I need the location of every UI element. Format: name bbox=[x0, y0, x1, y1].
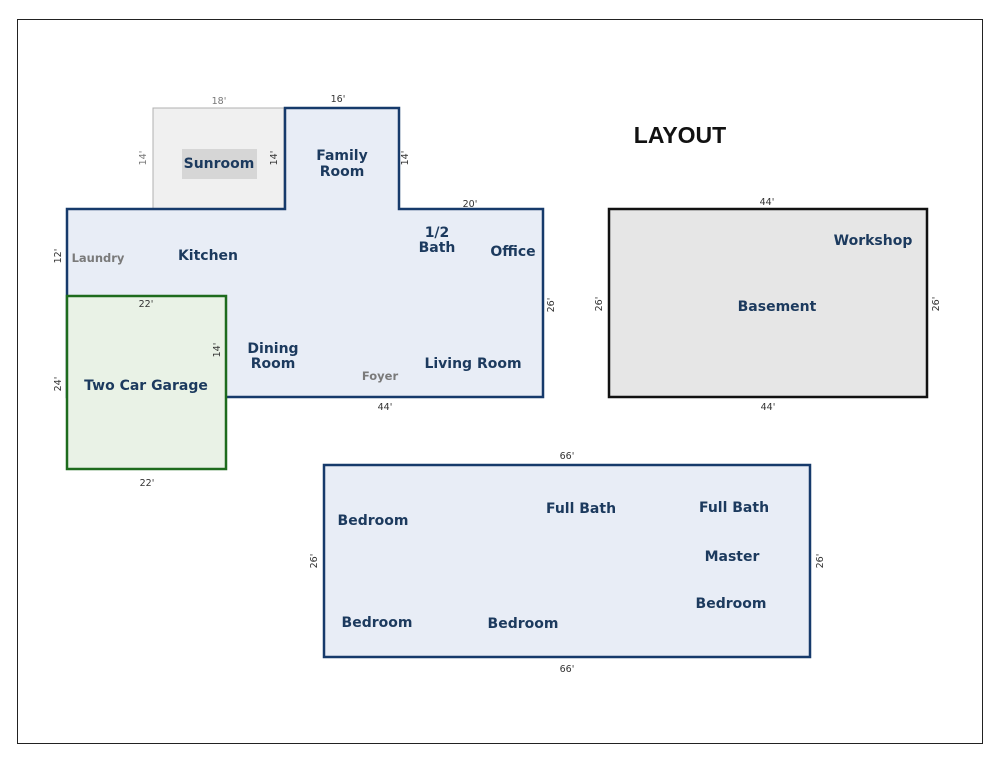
garage-shape bbox=[65, 294, 228, 471]
sunroom-label-box bbox=[182, 149, 257, 179]
half-bath-label-line2: Bath bbox=[419, 240, 456, 256]
workshop-label: Workshop bbox=[834, 233, 913, 249]
garage-right-dim: 14' bbox=[212, 343, 223, 358]
full-bath-center-label: Full Bath bbox=[546, 501, 616, 517]
bedroom-top-left-label: Bedroom bbox=[338, 513, 409, 529]
upper-left-dim: 26' bbox=[309, 554, 320, 569]
upper-top-dim: 66' bbox=[560, 451, 575, 462]
kitchen-label: Kitchen bbox=[178, 248, 238, 264]
basement-left-dim: 26' bbox=[594, 297, 605, 312]
upper-floor-shape bbox=[322, 463, 812, 659]
bedroom-bottom-center-label: Bedroom bbox=[488, 616, 559, 632]
basement-right-dim: 26' bbox=[931, 297, 942, 312]
office-label: Office bbox=[490, 244, 535, 260]
basement-plan: Workshop Basement 44' 44' 26' 26' bbox=[594, 197, 942, 413]
foyer-label: Foyer bbox=[362, 369, 399, 383]
dining-room-label-line2: Room bbox=[251, 356, 296, 372]
bedroom-bottom-left-label: Bedroom bbox=[342, 615, 413, 631]
layout-title: LAYOUT bbox=[634, 122, 726, 148]
dining-room-label-line1: Dining bbox=[247, 341, 298, 357]
page-frame bbox=[17, 19, 983, 744]
basement-label: Basement bbox=[738, 299, 817, 315]
half-bath-label-line1: 1/2 bbox=[425, 225, 450, 241]
main-bottom-dim: 44' bbox=[378, 402, 393, 413]
upper-right-dim: 26' bbox=[815, 554, 826, 569]
main-right-dim: 26' bbox=[546, 298, 557, 313]
garage-label: Two Car Garage bbox=[84, 378, 208, 394]
master-bedroom-label: Bedroom bbox=[696, 596, 767, 612]
sunroom-shape bbox=[152, 107, 285, 210]
garage-top-dim: 22' bbox=[139, 299, 154, 310]
family-room-width-dim: 16' bbox=[331, 94, 346, 105]
sunroom-label: Sunroom bbox=[184, 156, 255, 172]
basement-shape bbox=[607, 207, 929, 399]
family-room-right-dim: 14' bbox=[400, 151, 411, 166]
main-left-dim: 12' bbox=[53, 249, 64, 264]
garage-bottom-dim: 22' bbox=[140, 478, 155, 489]
master-label: Master bbox=[705, 549, 760, 565]
upper-bottom-dim: 66' bbox=[560, 664, 575, 675]
family-room-left-dim: 14' bbox=[269, 151, 280, 166]
basement-top-dim: 44' bbox=[760, 197, 775, 208]
main-floor-plan: Sunroom Family Room 1/2 Bath Office Laun… bbox=[53, 94, 557, 489]
living-room-label: Living Room bbox=[424, 356, 521, 372]
sunroom-depth-dim: 14' bbox=[138, 151, 149, 166]
basement-bottom-dim: 44' bbox=[761, 402, 776, 413]
garage-left-dim: 24' bbox=[53, 377, 64, 392]
sunroom-width-dim: 18' bbox=[212, 96, 227, 107]
family-room-label-line2: Room bbox=[320, 164, 365, 180]
full-bath-right-label: Full Bath bbox=[699, 500, 769, 516]
family-room-label-line1: Family bbox=[316, 148, 368, 164]
laundry-label: Laundry bbox=[72, 251, 125, 265]
upper-floor-plan: Bedroom Full Bath Full Bath Master Bedro… bbox=[309, 451, 826, 675]
right-wing-top-dim: 20' bbox=[463, 199, 478, 210]
